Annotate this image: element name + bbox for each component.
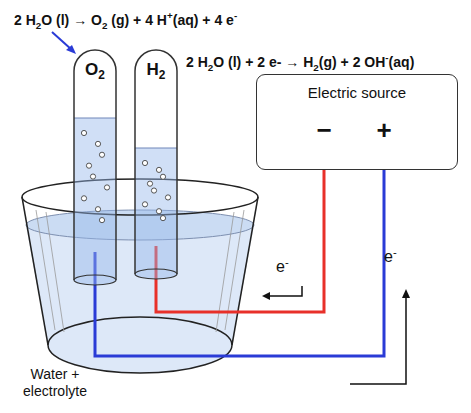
source-title: Electric source [257,84,457,101]
terminal-sign: + [369,115,399,146]
electron-arrows [262,286,410,384]
terminal-sign: − [309,115,339,146]
tube-outline [72,48,118,286]
electron-label: e- [276,258,289,276]
test-tube: H2 [133,48,179,280]
beaker-base [48,317,232,373]
anode-equation: 2 H2O (l) → O2 (g) + 4 H+(aq) + 4 e- [14,12,237,28]
solution-label: Water + electrolyte [10,366,100,400]
electron-label: e- [384,248,397,266]
power-source-box: Electric source −+ [256,74,458,170]
test-tube: O2 [72,48,118,286]
gas-label: O2 [72,60,118,80]
wire [156,170,324,312]
cathode-equation: 2 H2O (l) + 2 e- → H2(g) + 2 OH-(aq) [186,54,414,70]
gas-label: H2 [133,60,179,80]
tube-outline [133,48,179,280]
